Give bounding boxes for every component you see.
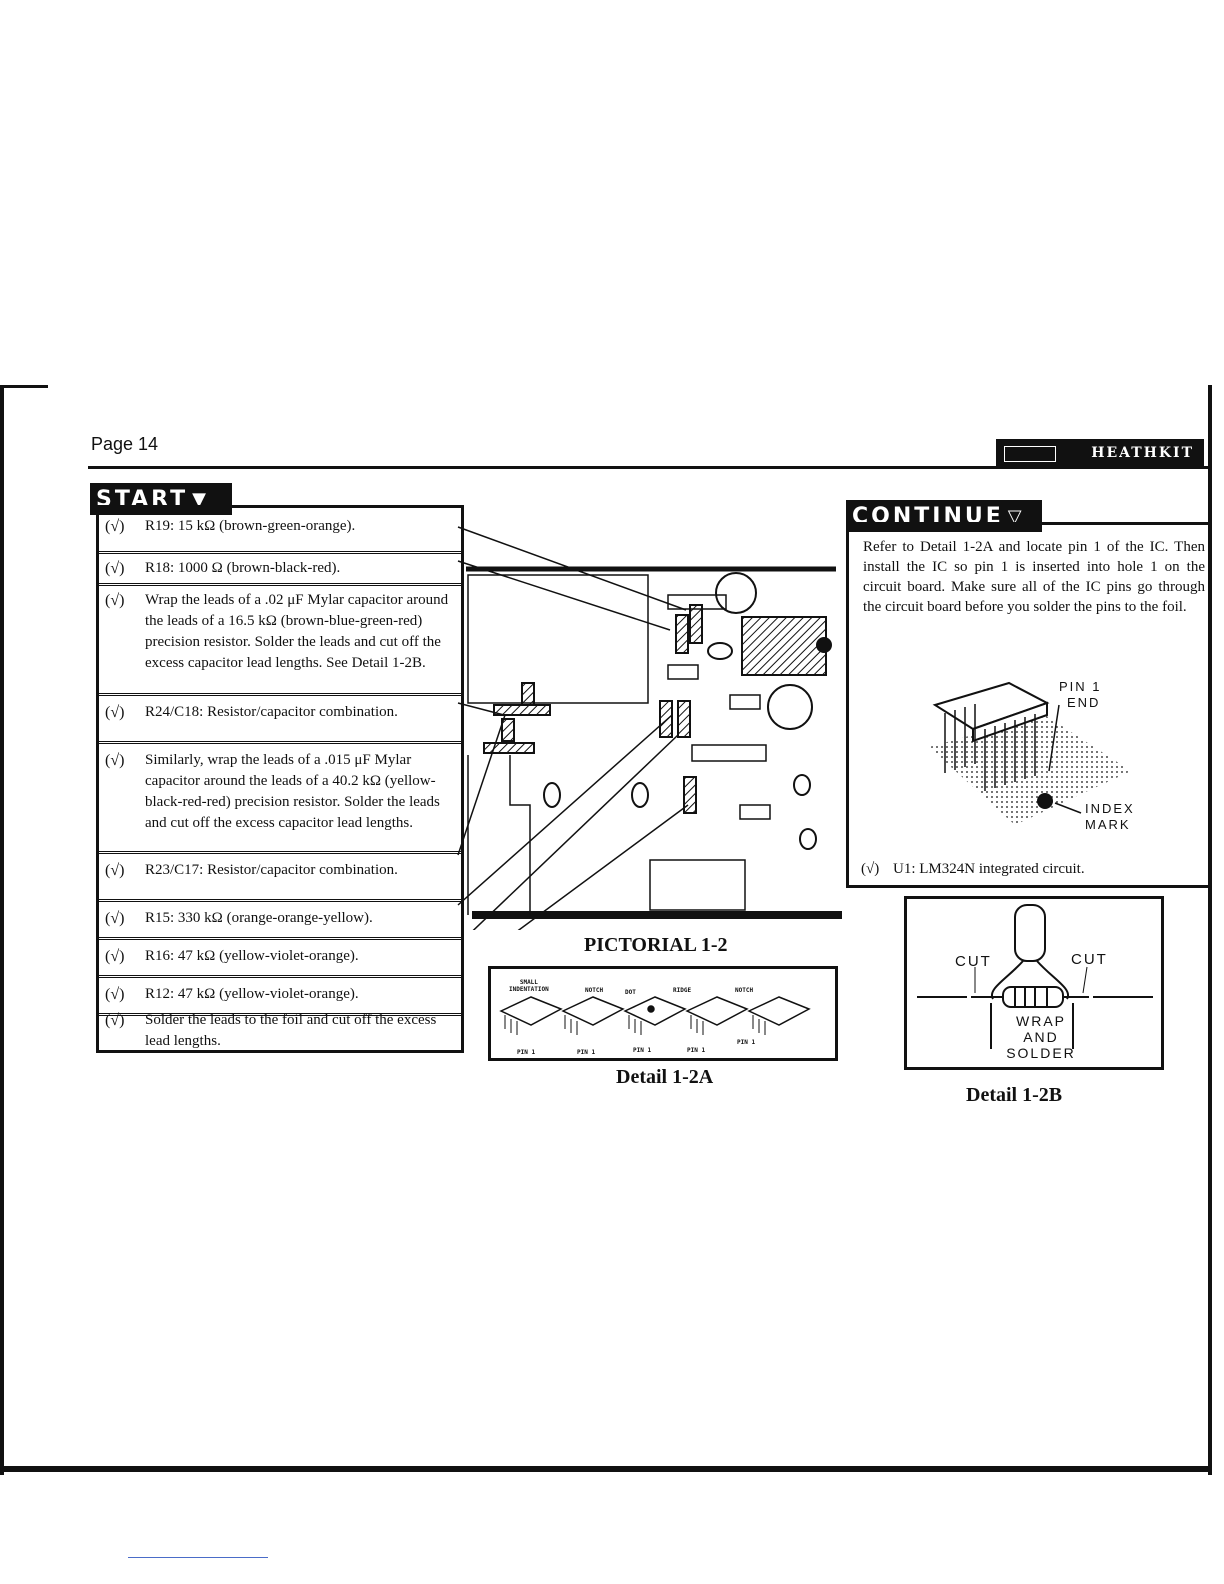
board-traces <box>466 566 842 919</box>
label-notch: NOTCH <box>585 987 604 994</box>
pin1-end-label: PIN 1 END <box>1059 679 1102 710</box>
pin1-label: PIN 1 <box>633 1047 652 1054</box>
step-checkbox[interactable]: (√) <box>105 910 125 927</box>
index-mark-label: INDEX MARK <box>1085 801 1135 832</box>
wrap-solder-illustration <box>917 904 1153 1049</box>
capacitors <box>543 572 817 850</box>
circuit-board-surface <box>929 715 1131 825</box>
step-checkbox[interactable]: (√) <box>105 560 125 577</box>
pin1-label: PIN 1 <box>737 1039 756 1046</box>
ic-insertion-figure <box>929 681 1131 825</box>
continue-step-box: Refer to Detail 1-2A and locate pin 1 of… <box>846 522 1212 888</box>
pictorial-caption: PICTORIAL 1-2 <box>584 934 728 956</box>
step-r24-c18: (√) R24/C18: Resistor/capacitor combinat… <box>99 698 461 744</box>
step-text: R19: 15 kΩ (brown-green-orange). <box>145 518 356 534</box>
start-step-list: (√) R19: 15 kΩ (brown-green-orange). (√)… <box>96 505 464 1053</box>
step-checkbox[interactable]: (√) <box>105 948 125 965</box>
step-text: Similarly, wrap the leads of a .015 μF M… <box>145 752 440 831</box>
pin1-label: PIN 1 <box>577 1049 596 1056</box>
ic-pins <box>504 1015 766 1035</box>
label-dot: DOT <box>625 989 636 996</box>
arrow-down-icon: ▼ <box>192 488 209 510</box>
atom-emblem-icon <box>1004 446 1056 462</box>
brand-logo: HEATHKIT <box>996 439 1204 467</box>
step-u1: (√) U1: LM324N integrated circuit. <box>861 859 1085 879</box>
resistor-bands <box>1014 987 1048 1007</box>
step-r15: (√) R15: 330 kΩ (orange-orange-yellow). <box>99 904 461 940</box>
step-r18: (√) R18: 1000 Ω (brown-black-red). <box>99 554 461 586</box>
detail-1-2a-caption: Detail 1-2A <box>616 1066 714 1088</box>
step-text: R24/C18: Resistor/capacitor combination. <box>145 704 398 720</box>
label-ridge: RIDGE <box>673 987 692 994</box>
step-checkbox[interactable]: (√) <box>105 862 125 879</box>
step-checkbox[interactable]: (√) <box>105 986 125 1003</box>
resistors <box>483 604 703 814</box>
detail-1-2b-figure: CUT CUT WRAP AND SOLDER <box>904 896 1164 1070</box>
ic-leads <box>944 704 1036 791</box>
brand-name: HEATHKIT <box>1091 445 1194 461</box>
step-checkbox[interactable]: (√) <box>861 861 880 877</box>
step-text: R23/C17: Resistor/capacitor combination. <box>145 862 398 878</box>
step-text: R15: 330 kΩ (orange-orange-yellow). <box>145 910 373 926</box>
step-checkbox[interactable]: (√) <box>105 752 125 769</box>
cut-label-left: CUT <box>955 953 992 970</box>
ic-packages <box>499 996 811 1026</box>
step-checkbox[interactable]: (√) <box>105 518 125 535</box>
label-notch-2: NOTCH <box>735 987 754 994</box>
step-wrap-c18: (√) Wrap the leads of a .02 μF Mylar cap… <box>99 588 461 696</box>
bottom-rule <box>0 1466 1212 1472</box>
step-r23-c17: (√) R23/C17: Resistor/capacitor combinat… <box>99 856 461 902</box>
pictorial-circuit-board <box>457 526 842 930</box>
capacitor-body <box>1014 904 1046 962</box>
frame-corner <box>0 385 48 388</box>
step-r19: (√) R19: 15 kΩ (brown-green-orange). <box>99 516 461 554</box>
step-text: Wrap the leads of a .02 μF Mylar capacit… <box>145 592 449 671</box>
wrap-and-solder-label: WRAP AND SOLDER <box>1006 1013 1076 1061</box>
ic-u1 <box>741 616 827 676</box>
step-text: R12: 47 kΩ (yellow-violet-orange). <box>145 986 359 1002</box>
pin1-label: PIN 1 <box>687 1047 706 1054</box>
index-mark-dot <box>816 637 832 653</box>
resistor-body <box>1002 986 1064 1008</box>
frame-right-edge <box>1208 385 1212 1475</box>
step-solder: (√) Solder the leads to the foil and cut… <box>99 1006 461 1049</box>
step-text: U1: LM324N integrated circuit. <box>892 861 1085 877</box>
index-mark-dot <box>1037 793 1053 809</box>
header-rule <box>88 466 1212 469</box>
step-r16: (√) R16: 47 kΩ (yellow-violet-orange). <box>99 942 461 978</box>
step-wrap-c17: (√) Similarly, wrap the leads of a .015 … <box>99 746 461 854</box>
step-checkbox[interactable]: (√) <box>105 592 125 609</box>
cut-label-right: CUT <box>1071 951 1108 968</box>
step-checkbox[interactable]: (√) <box>105 704 125 721</box>
ic-package-variants <box>499 996 811 1035</box>
arrow-down-outline-icon: ▽ <box>1007 505 1025 527</box>
frame-left-edge <box>0 385 4 1475</box>
continue-instructions: Refer to Detail 1-2A and locate pin 1 of… <box>863 539 1205 615</box>
pin1-label: PIN 1 <box>517 1049 536 1056</box>
step-text: R18: 1000 Ω (brown-black-red). <box>145 560 341 576</box>
pointer-lines <box>457 526 689 930</box>
page-number: Page 14 <box>91 434 159 454</box>
step-text: Solder the leads to the foil and cut off… <box>145 1012 437 1049</box>
bottom-underline <box>128 1557 268 1558</box>
step-text: R16: 47 kΩ (yellow-violet-orange). <box>145 948 359 964</box>
step-checkbox[interactable]: (√) <box>105 1012 125 1029</box>
detail-1-2b-caption: Detail 1-2B <box>966 1084 1063 1106</box>
step-r12: (√) R12: 47 kΩ (yellow-violet-orange). <box>99 980 461 1016</box>
